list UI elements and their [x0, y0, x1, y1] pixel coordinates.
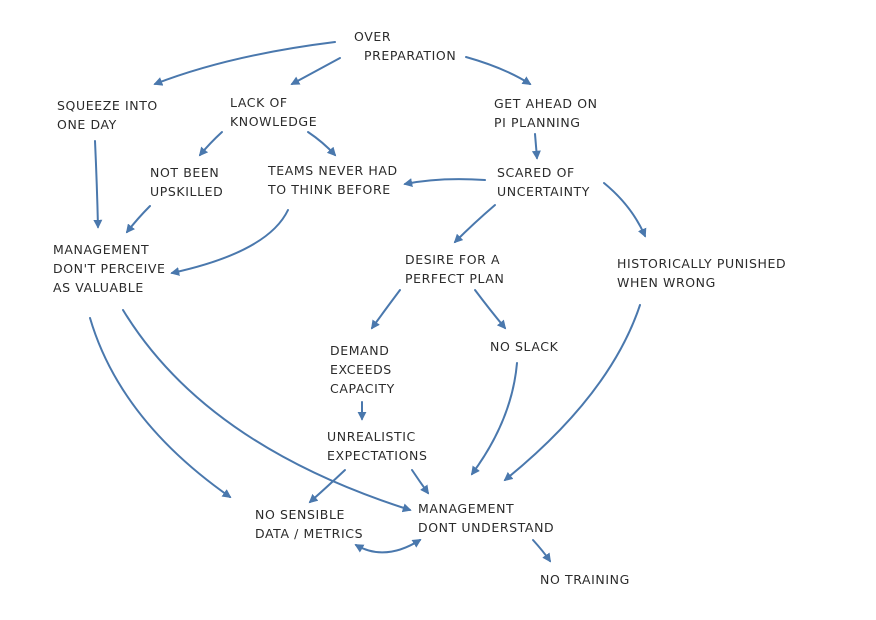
arrow-mgmt-perceive-to-mgmt-understand: [122, 309, 412, 513]
node-line: CAPACITY: [330, 381, 395, 396]
node-line: WHEN WRONG: [617, 275, 716, 290]
node-demand-exceeds-capacity: DEMAND EXCEEDS CAPACITY: [330, 341, 395, 398]
node-line: TEAMS NEVER HAD: [268, 163, 398, 178]
node-line: EXCEEDS: [330, 362, 392, 377]
node-line: NOT BEEN: [150, 165, 220, 180]
node-line: DATA / METRICS: [255, 526, 364, 541]
node-teams-never-had: TEAMS NEVER HAD TO THINK BEFORE: [268, 161, 398, 199]
arrow-historically-to-mgmt-understand: [503, 304, 641, 482]
node-line: HISTORICALLY PUNISHED: [617, 256, 787, 271]
node-line: DEMAND: [330, 343, 390, 358]
node-line: PI PLANNING: [494, 115, 581, 130]
arrow-desire-to-noslack: [474, 289, 507, 330]
node-line: NO SENSIBLE: [255, 507, 346, 522]
node-management-dont-perceive: MANAGEMENT DON'T PERCEIVE AS VALUABLE: [53, 240, 166, 297]
arrow-over-to-squeeze: [153, 41, 336, 86]
node-lack-of-knowledge: LACK OF KNOWLEDGE: [230, 93, 317, 131]
arrow-unrealistic-to-mgmt-understand: [411, 469, 430, 495]
node-no-sensible-data: NO SENSIBLE DATA / METRICS: [255, 505, 363, 543]
node-over-preparation: OVER PREPARATION: [354, 27, 456, 65]
node-line: ONE DAY: [57, 117, 117, 132]
node-line: UNREALISTIC: [327, 429, 416, 444]
node-line: GET AHEAD ON: [494, 96, 598, 111]
arrow-nosensible-mgmt-understand-loop: [354, 539, 422, 554]
arrow-notupskilled-to-mgmt-perceive: [125, 205, 151, 234]
arrow-unrealistic-to-nosensible: [308, 469, 346, 504]
node-squeeze-into-one-day: SQUEEZE INTO ONE DAY: [57, 96, 158, 134]
arrow-getahead-to-scared: [531, 133, 541, 160]
arrow-mgmt-understand-to-notraining: [532, 539, 552, 563]
node-line: NO SLACK: [490, 339, 559, 354]
node-management-dont-understand: MANAGEMENT DONT UNDERSTAND: [418, 499, 554, 537]
node-line: DON'T PERCEIVE: [53, 261, 166, 276]
arrow-noslack-to-mgmt-understand: [470, 362, 518, 476]
node-line: PERFECT PLAN: [405, 271, 505, 286]
node-line: KNOWLEDGE: [230, 114, 318, 129]
arrow-mgmt-perceive-to-nosensible: [89, 317, 232, 499]
arrow-lack-to-notupskilled: [198, 131, 223, 157]
arrow-scared-to-desire: [453, 204, 496, 244]
node-line: UPSKILLED: [150, 184, 224, 199]
node-line: SCARED OF: [497, 165, 575, 180]
arrow-desire-to-demand: [370, 289, 401, 330]
node-line: UNCERTAINTY: [497, 184, 591, 199]
node-desire-for-perfect-plan: DESIRE FOR A PERFECT PLAN: [405, 250, 504, 288]
arrow-over-to-getahead: [465, 56, 532, 85]
arrow-lack-to-teams: [307, 131, 337, 157]
node-line: EXPECTATIONS: [327, 448, 428, 463]
node-line: MANAGEMENT: [53, 242, 150, 257]
node-line: SQUEEZE INTO: [57, 98, 158, 113]
node-get-ahead-on-pi-planning: GET AHEAD ON PI PLANNING: [494, 94, 598, 132]
node-line: MANAGEMENT: [418, 501, 515, 516]
arrow-scared-to-teams: [403, 178, 486, 188]
node-line: TO THINK BEFORE: [268, 182, 391, 197]
arrow-scared-to-historically: [603, 182, 647, 238]
node-no-training: NO TRAINING: [540, 570, 630, 589]
node-scared-of-uncertainty: SCARED OF UNCERTAINTY: [497, 163, 590, 201]
node-line: LACK OF: [230, 95, 288, 110]
arrow-teams-to-mgmt-perceive: [170, 209, 289, 276]
node-line: NO TRAINING: [540, 572, 630, 587]
node-line: DONT UNDERSTAND: [418, 520, 555, 535]
node-line: DESIRE FOR A: [405, 252, 501, 267]
node-no-slack: NO SLACK: [490, 337, 558, 356]
node-line: AS VALUABLE: [53, 280, 144, 295]
node-historically-punished: HISTORICALLY PUNISHED WHEN WRONG: [617, 254, 786, 292]
node-unrealistic-expectations: UNREALISTIC EXPECTATIONS: [327, 427, 428, 465]
node-not-been-upskilled: NOT BEEN UPSKILLED: [150, 163, 223, 201]
arrow-over-to-lack: [290, 57, 341, 85]
arrow-squeeze-to-mgmt-perceive: [93, 140, 103, 229]
node-line: PREPARATION: [364, 48, 457, 63]
node-line: OVER: [354, 29, 392, 44]
